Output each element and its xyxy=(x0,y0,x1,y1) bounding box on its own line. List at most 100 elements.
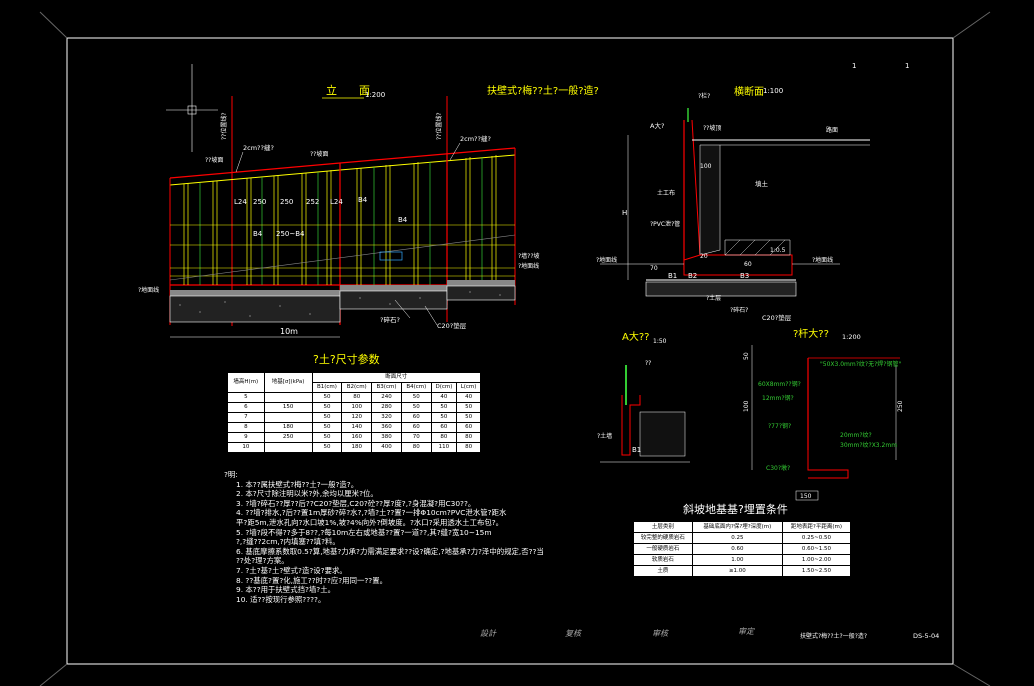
sec-label-ground-r: ?地面线 xyxy=(812,256,833,264)
detail-a-label-wall: ?土墙 xyxy=(597,432,612,440)
sec-label-ground: ?地面线 xyxy=(596,256,617,264)
sec-label-20: 20 xyxy=(700,253,708,260)
detail-a-fill xyxy=(639,411,686,457)
label-right-ground: ?地面线 xyxy=(518,262,539,270)
sec-label-70: 70 xyxy=(650,265,658,272)
cell: 7 xyxy=(227,412,265,423)
notes-heading: ?明: xyxy=(224,470,238,479)
rail-base xyxy=(807,450,849,479)
survey-label-right: ??位置线? xyxy=(435,112,443,140)
label-l24b: L24 xyxy=(330,198,343,206)
rail-label-l2: 60X8mm??钢? xyxy=(758,380,801,388)
cell: 一般硬质岩石 xyxy=(633,543,693,555)
section-scale: 1:100 xyxy=(763,87,783,95)
elevation-scale: 1:200 xyxy=(365,91,385,99)
leader xyxy=(449,142,461,161)
detail-a-label-b1: B1 xyxy=(632,446,641,454)
sec-label-backfill: ?土层 xyxy=(706,294,721,302)
sec-label-100: 100 xyxy=(700,163,712,170)
foundation-c20-3 xyxy=(446,285,516,301)
leader xyxy=(394,299,411,319)
leader xyxy=(235,151,244,173)
table-row: 6 150 50 100 280 50 50 50 xyxy=(227,402,481,413)
rail-title: ?杆大?? xyxy=(793,327,829,340)
sec-label-h: H xyxy=(622,209,627,217)
cell: 5 xyxy=(227,392,265,403)
param-table-title: ?土?尺寸参数 xyxy=(313,353,380,366)
label-252: 252 xyxy=(306,198,319,206)
rail-label-l4: ?77?钢? xyxy=(768,422,791,430)
label-top-mid: ??坡面 xyxy=(310,150,328,158)
foundation-c20-1 xyxy=(169,295,341,323)
col-header: D(cm) xyxy=(430,382,458,393)
sec-label-c20: C20?垫层 xyxy=(762,313,792,322)
note-item: 2. 本?尺寸除注明以米?外,余均以厘米?位。 xyxy=(236,489,378,499)
label-c20: C20?垫层 xyxy=(437,321,467,330)
hatch-lines xyxy=(724,239,786,256)
cond-table-title: 斜坡地基基?埋置条件 xyxy=(683,503,788,516)
cell: 软质岩石 xyxy=(633,554,693,566)
rail-label-250: 250 xyxy=(897,400,904,412)
cell: 110 xyxy=(430,442,458,453)
title-bar-text: 扶壁式?梅??土?一般?造? xyxy=(800,632,867,640)
pipe-mark xyxy=(379,251,403,261)
note-item: ??处?理?方案。 xyxy=(236,556,289,566)
cell: 6 xyxy=(227,402,265,413)
foundation-c20-2 xyxy=(339,290,448,310)
cell: 10 xyxy=(227,442,265,453)
col-header: 基础底面内?保?埋?深度(m) xyxy=(691,521,783,533)
table-row: 9 250 50 160 380 70 80 80 xyxy=(227,432,481,443)
sec-label-fill: 填土 xyxy=(755,179,769,188)
sec-label-slope: 1:0.5 xyxy=(770,247,786,254)
rail-label-l5: 20mm?纹? xyxy=(840,431,872,439)
note-item: 10. 适??按现行参照????。 xyxy=(236,594,326,604)
rail-box-150 xyxy=(795,490,819,501)
cell xyxy=(263,442,313,453)
detail-a-title: A大?? xyxy=(622,330,649,343)
col-header: 距地表距?平距离(m) xyxy=(781,521,852,533)
rail-label-50: 50 xyxy=(743,352,750,360)
outer-frame xyxy=(66,37,954,665)
col-header: B3(cm) xyxy=(371,382,402,393)
note-item: 5. ?墙?段不得??多于8??,?每10m左右或地基??置?一道??,其?缝?… xyxy=(236,527,492,537)
corner-mark: 1 xyxy=(905,62,909,70)
rail-label-l6: 30mm?纹?X3.2mm xyxy=(840,441,897,449)
cell: 0.60~1.50 xyxy=(781,543,852,555)
note-item: ?,?缝??2cm,?内填塞??填?料。 xyxy=(236,537,340,547)
cell: 80 xyxy=(456,442,481,453)
cell: 160 xyxy=(341,432,373,443)
cell: 240 xyxy=(371,392,402,403)
table-row: 10 50 180 400 80 110 80 xyxy=(227,442,481,453)
cell: 250 xyxy=(263,432,313,443)
cell: 8 xyxy=(227,422,265,433)
note-item: 3. ?墙?碎石??厚??后??C20?垫层,C20?砼??厚?度?,?身混凝?… xyxy=(236,498,476,508)
cell: 60 xyxy=(400,422,432,433)
note-item: 7. ?土?基?土?壁式?造?设?要求。 xyxy=(236,565,347,575)
table-row: 5 50 80 240 50 40 40 xyxy=(227,392,481,403)
stipple xyxy=(179,291,501,317)
cell: 50 xyxy=(400,392,432,403)
cell: 100 xyxy=(341,402,373,413)
rail-label-100: 100 xyxy=(743,400,750,412)
table-row: 7 50 120 320 60 50 50 xyxy=(227,412,481,423)
cell: 280 xyxy=(371,402,402,413)
counterforts-green xyxy=(199,157,483,285)
strip-lines xyxy=(170,224,515,277)
frame-tick xyxy=(39,663,68,686)
cell: 50 xyxy=(311,432,343,443)
col-header: 地基[σ](kPa) xyxy=(263,372,313,393)
cell: 120 xyxy=(341,412,373,423)
frame-tick xyxy=(952,11,991,39)
cell: ≥1.00 xyxy=(691,565,783,577)
sec-label-b3: B3 xyxy=(740,272,749,280)
table-row: 一般硬质岩石 0.60 0.60~1.50 xyxy=(633,543,852,555)
cell: 360 xyxy=(371,422,402,433)
counterforts xyxy=(183,155,497,285)
label-gravel: ?碎石? xyxy=(380,315,400,324)
cell: 60 xyxy=(430,422,458,433)
detail-a-label-top: ?? xyxy=(645,360,651,367)
label-b4a: B4 xyxy=(253,230,263,238)
rail-label-l3: 12mm?钢? xyxy=(762,394,794,402)
cond-table: 土层类别 基础底面内?保?埋?深度(m) 距地表距?平距离(m) 较完整的硬质岩… xyxy=(633,521,852,577)
signature-2: 复核 xyxy=(565,629,583,638)
